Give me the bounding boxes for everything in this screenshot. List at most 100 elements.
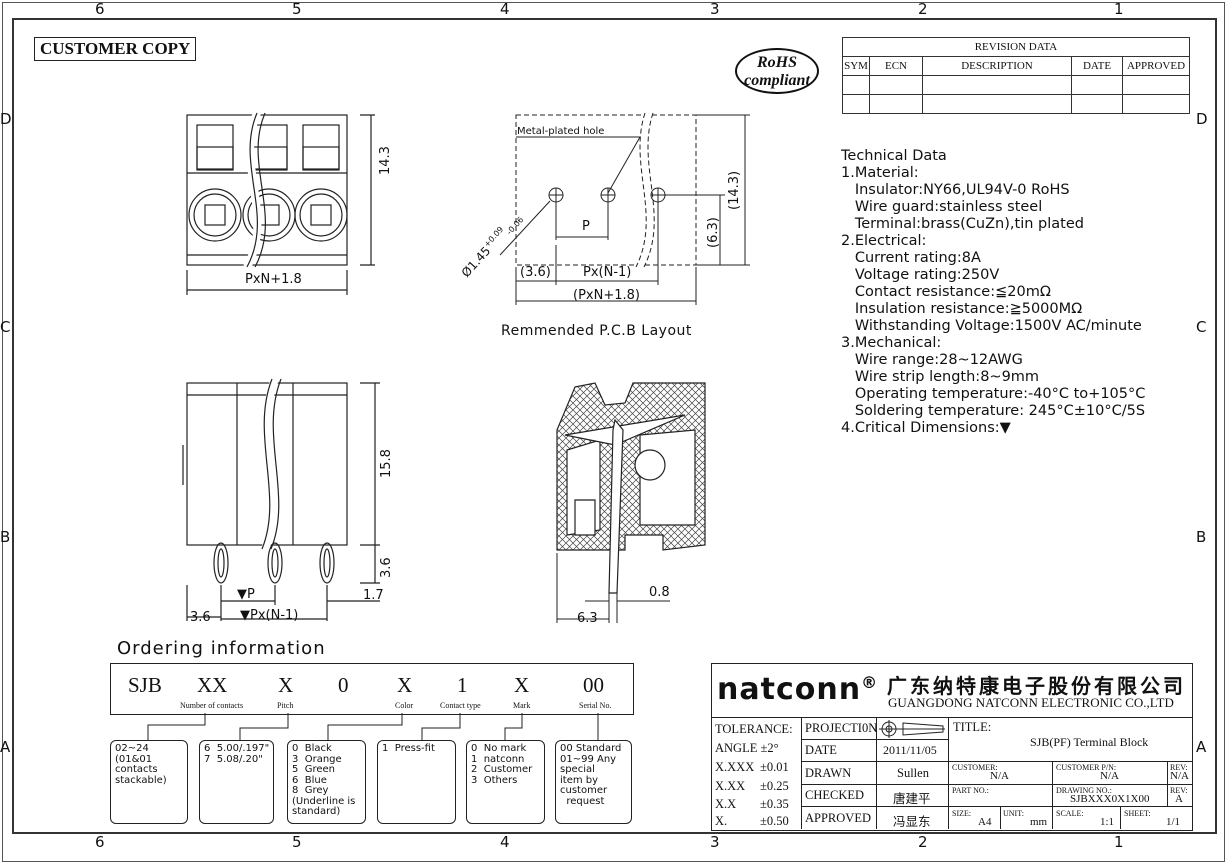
zone-col-bottom: 3 <box>710 833 720 851</box>
size-value: A4 <box>978 816 992 828</box>
ordering-code: SJB <box>128 673 162 697</box>
title-value: SJB(PF) Terminal Block <box>1030 735 1149 749</box>
ordering-code: XX <box>197 673 228 697</box>
side-pitch-label: ▼P <box>237 587 255 602</box>
tb-divider <box>801 761 1192 762</box>
option-serial: 00 Standard 01~99 Any special item by cu… <box>555 740 632 824</box>
technical-line: Operating temperature:-40°C to+105°C <box>841 386 1146 402</box>
revision-header: DESCRIPTION <box>922 56 1072 76</box>
side-height-label: 15.8 <box>379 449 394 478</box>
ordering-title: Ordering information <box>117 638 326 659</box>
rohs-badge: RoHS compliant <box>735 48 819 94</box>
zone-col-bottom: 1 <box>1114 833 1124 851</box>
ordering-code: 1 <box>457 673 468 697</box>
tb-divider <box>1052 761 1053 829</box>
ordering-code: X <box>278 673 294 697</box>
tb-divider <box>801 717 802 829</box>
sheet-label: SHEET: <box>1124 809 1151 818</box>
revision-header: SYM <box>842 56 870 76</box>
unit-value: mm <box>1030 816 1048 828</box>
logo-text: natconn <box>717 672 862 707</box>
zone-col-bottom: 5 <box>292 833 302 851</box>
rev-value: A <box>1175 793 1183 805</box>
technical-line: Terminal:brass(CuZn),tin plated <box>841 216 1084 232</box>
tb-divider <box>711 717 1192 718</box>
title-block <box>711 663 1193 831</box>
ordering-caption: Pitch <box>277 701 294 710</box>
side-pin-label: 3.6 <box>379 557 394 578</box>
revision-header: ECN <box>869 56 923 76</box>
customer-value: N/A <box>990 770 1009 782</box>
pcb-caption: Remmended P.C.B Layout <box>501 323 692 339</box>
revision-header: DATE <box>1071 56 1123 76</box>
tb-divider <box>801 784 1192 785</box>
zone-col-top: 4 <box>500 0 510 18</box>
part-no-label: PART NO.: <box>952 786 989 795</box>
rev-label: REV: <box>1170 763 1188 772</box>
approved-value: 冯显东 <box>893 815 931 829</box>
technical-line: 1.Material: <box>841 165 919 181</box>
ordering-code: 00 <box>583 673 604 697</box>
size-label: SIZE: <box>952 809 972 818</box>
section-08-label: 0.8 <box>649 585 670 600</box>
technical-line: Insulation resistance:≧5000MΩ <box>841 301 1083 317</box>
projection-label: PROJECTI0N <box>805 721 878 735</box>
rev-value: N/A <box>1170 770 1189 782</box>
zone-row-right: A <box>1196 738 1207 756</box>
technical-line: 4.Critical Dimensions:▼ <box>841 420 1011 436</box>
unit-label: UNIT: <box>1003 809 1024 818</box>
tol-row-label: X.X <box>715 797 737 811</box>
scale-value: 1:1 <box>1100 816 1115 828</box>
pcb-pxn18-label: (PxN+1.8) <box>573 288 640 303</box>
zone-row-left: B <box>0 528 11 546</box>
drawn-label: DRAWN <box>805 766 852 780</box>
zone-row-right: B <box>1196 528 1207 546</box>
technical-line: Wire range:28~12AWG <box>841 352 1023 368</box>
customer-pn-label: CUSTOMER P/N: <box>1056 763 1117 772</box>
sheet-value: 1/1 <box>1166 816 1181 828</box>
ordering-caption: Color <box>395 701 414 710</box>
revision-row <box>842 75 1190 95</box>
revision-title: REVISION DATA <box>842 37 1190 57</box>
side-pxn1-label: ▼Px(N-1) <box>240 608 299 623</box>
technical-line: Wire strip length:8~9mm <box>841 369 1040 385</box>
pcb-hole-label: Metal-plated hole <box>517 126 605 137</box>
drawing-no-value: SJBXXX0X1X00 <box>1070 793 1150 805</box>
side-view-drawing <box>182 377 380 621</box>
zone-row-left: D <box>0 110 12 128</box>
zone-col-top: 5 <box>292 0 302 18</box>
tb-divider <box>1167 761 1168 806</box>
checked-value: 唐建平 <box>893 792 931 806</box>
approved-label: APPROVED <box>805 811 871 825</box>
technical-line: Current rating:8A <box>841 250 981 266</box>
company-name-cn: 广东纳特康电子股份有限公司 <box>887 674 1186 698</box>
pcb-36-label: (3.6) <box>520 265 551 280</box>
technical-line: 2.Electrical: <box>841 233 927 249</box>
zone-row-left: A <box>0 738 11 756</box>
tb-divider <box>1000 806 1001 829</box>
tolerance-label: TOLERANCE: <box>715 722 793 736</box>
technical-line: Wire guard:stainless steel <box>841 199 1043 215</box>
front-height-label: 14.3 <box>378 146 393 175</box>
ordering-caption: Number of contacts <box>180 701 244 710</box>
technical-line: Withstanding Voltage:1500V AC/minute <box>841 318 1142 334</box>
customer-label: CUSTOMER: <box>952 763 998 772</box>
pcb-pitch-label: P <box>582 219 590 234</box>
scale-label: SCALE: <box>1056 809 1084 818</box>
ordering-code: 0 <box>338 673 349 697</box>
tol-row-label: X.XXX <box>715 760 755 774</box>
technical-line: Insulator:NY66,UL94V-0 RoHS <box>841 182 1070 198</box>
logo-reg: ® <box>861 673 879 692</box>
revision-table: REVISION DATA SYM ECN DESCRIPTION DATE A… <box>842 37 1190 114</box>
customer-copy-stamp: CUSTOMER COPY <box>34 37 197 61</box>
tb-divider <box>876 717 877 829</box>
tb-divider <box>801 739 948 740</box>
pcb-pxn1-label: Px(N-1) <box>583 265 632 280</box>
checked-label: CHECKED <box>805 788 865 802</box>
pcb-143-label: (14.3) <box>727 170 742 210</box>
option-pitch: 6 5.00/.197" 7 5.08/.20" <box>199 740 274 824</box>
front-width-label: PxN+1.8 <box>245 272 302 287</box>
tol-row-value: ±0.01 <box>760 760 789 774</box>
date-label: DATE <box>805 743 837 757</box>
